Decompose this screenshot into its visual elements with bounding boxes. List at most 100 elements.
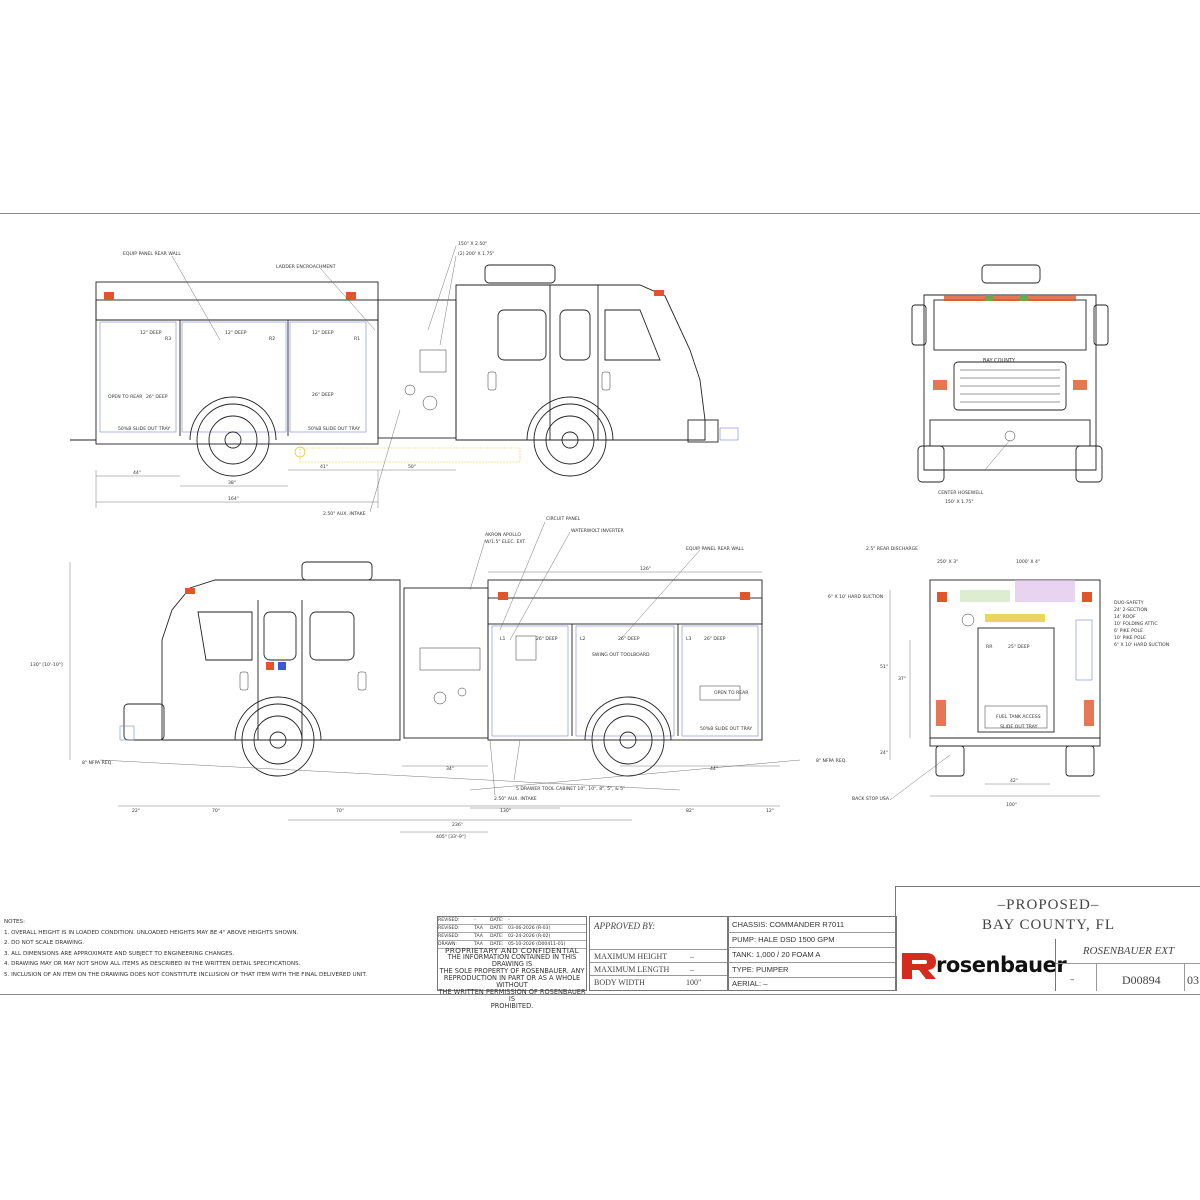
body-width-label: BODY WIDTH	[594, 978, 645, 987]
ladder-2: 14' ROOF	[1114, 614, 1136, 620]
label-l1: L1	[500, 636, 506, 642]
dim-42: 42"	[1010, 778, 1018, 784]
max-height-value: –	[690, 952, 694, 961]
dim-overall: 405" [33'-9"]	[436, 834, 466, 840]
max-height-label: MAXIMUM HEIGHT	[594, 952, 668, 961]
approved-by-label: APPROVED BY:	[594, 921, 656, 931]
label-deep-12b: 12" DEEP	[225, 330, 247, 336]
job-value: –	[1070, 975, 1075, 985]
label-deep-12a: 12" DEEP	[140, 330, 162, 336]
label-discharge-a: 150" X 2.50"	[458, 241, 487, 247]
dim-41: 41"	[320, 464, 328, 470]
proposal-title-block: –PROPOSED– BAY COUNTY, FL	[895, 886, 1200, 940]
approval-block: APPROVED BY: MAXIMUM HEIGHT – MAXIMUM LE…	[589, 916, 729, 991]
logo-block: rosenbauer	[895, 939, 1067, 991]
label-akron-ext: W/1.5" ELEC. EXT.	[485, 539, 526, 545]
note-1: 1. OVERALL HEIGHT IS IN LOADED CONDITION…	[4, 929, 299, 936]
label-swing-toolboard: SWING OUT TOOLBOARD	[592, 652, 650, 658]
ladder-1: 24' 2-SECTION	[1114, 607, 1147, 613]
customer-name: BAY COUNTY, FL	[981, 917, 1116, 933]
label-aux-intake: 2.50" AUX. INTAKE	[323, 511, 366, 517]
proprietary-line-2: THE SOLE PROPERTY OF ROSENBAUER. ANY	[439, 967, 585, 975]
label-deep-12c: 12" DEEP	[312, 330, 334, 336]
dim-38: 38"	[228, 480, 236, 486]
label-akron: AKRON APOLLO	[485, 532, 521, 538]
spec-chassis: CHASSIS: COMMANDER R7011	[732, 920, 845, 929]
proprietary-line-4: THE WRITTEN PERMISSION OF ROSENBAUER IS	[438, 988, 586, 1003]
label-hosewell: CENTER HOSEWELL	[938, 490, 984, 496]
note-5: 5. INCLUSION OF AN ITEM ON THE DRAWING D…	[4, 971, 367, 978]
label-slide-tray: 50%B SLIDE OUT TRAY	[700, 726, 752, 732]
max-length-label: MAXIMUM LENGTH	[594, 965, 670, 974]
dim-100: 100"	[1006, 802, 1017, 808]
dim-82: 82"	[686, 808, 694, 814]
dim-130: 130"	[500, 808, 511, 814]
note-4: 4. DRAWING MAY OR MAY NOT SHOW ALL ITEMS…	[4, 961, 301, 967]
dim-164: 164"	[228, 496, 239, 502]
label-fuel-access: FUEL TANK ACCESS	[996, 714, 1041, 720]
ladder-3: 10' FOLDING ATTIC	[1114, 621, 1158, 627]
label-back-stop: BACK STOP USA	[852, 796, 890, 802]
dim-70a: 70"	[212, 808, 220, 814]
label-deep-26d: 26" DEEP	[618, 636, 640, 642]
label-equip-panel: EQUIP PANEL REAR WALL	[123, 251, 181, 257]
label-l2: L2	[580, 636, 586, 642]
label-ladder-encroachment: LADDER ENCROACHMENT	[276, 264, 336, 270]
label-deep-26b: 26" DEEP	[312, 392, 334, 398]
dim-24: 24"	[880, 750, 888, 756]
revision-row: REVISED:-DATE:-	[438, 917, 586, 925]
label-circuit-panel: CIRCUIT PANEL	[546, 516, 581, 522]
label-disch-1000: 1000' X 4"	[1016, 559, 1040, 565]
label-open-rear: OPEN TO REAR	[108, 394, 143, 400]
label-discharge-b: (2) 200' X 1.75"	[458, 251, 494, 257]
label-r3: R3	[165, 336, 171, 342]
label-hard-suction: 6" X 10' HARD SUCTION	[828, 594, 883, 600]
proposed-label: –PROPOSED–	[997, 897, 1100, 913]
label-slide-b: 50%B SLIDE OUT TRAY	[308, 426, 360, 432]
label-hosewell-dim: 150' X 1.75"	[945, 499, 973, 505]
front-view-labels: BAY COUNTY CENTER HOSEWELL 150' X 1.75"	[938, 358, 1016, 505]
label-nfpa-rear: 8" NFPA REQ.	[816, 758, 847, 764]
notes-header: NOTES:	[4, 919, 25, 925]
proprietary-line-3: REPRODUCTION IN PART OR AS A WHOLE WITHO…	[443, 974, 581, 989]
body-width-value: 100"	[686, 978, 702, 987]
label-rear-discharge: 2.5" REAR DISCHARGE	[866, 546, 918, 552]
drawing-sheet	[0, 213, 1200, 995]
spec-aerial: AERIAL: –	[732, 979, 768, 988]
ladder-6: 6" X 10' HARD SUCTION	[1114, 642, 1169, 648]
dim-51: 51"	[880, 664, 888, 670]
revision-number: 03	[1187, 973, 1199, 987]
label-r1: R1	[354, 336, 360, 342]
side-view-top	[70, 245, 739, 513]
front-view	[911, 264, 1109, 483]
rear-view	[889, 579, 1101, 801]
label-slide-a: 50%B SLIDE OUT TRAY	[118, 426, 170, 432]
label-deep-26a: 26" DEEP	[146, 394, 168, 400]
proprietary-notice: PROPRIETARY AND CONFIDENTIAL THE INFORMA…	[438, 947, 586, 1010]
drawing-info-block: ROSENBAUER EXT – D00894 03	[1055, 939, 1200, 991]
spec-block: CHASSIS: COMMANDER R7011 PUMP: HALE DSD …	[727, 916, 897, 991]
label-equip-panel-b: EQUIP PANEL REAR WALL	[686, 546, 744, 552]
dim-44b: 44"	[710, 766, 718, 772]
rear-view-labels: 2.5" REAR DISCHARGE 250' X 3" 1000' X 4"…	[828, 546, 1169, 808]
dim-22: 22"	[132, 808, 140, 814]
dim-34: 34"	[446, 766, 454, 772]
ladder-0: DUO-SAFETY	[1114, 600, 1144, 606]
spec-type: TYPE: PUMPER	[732, 965, 789, 974]
notes-block: NOTES: 1. OVERALL HEIGHT IS IN LOADED CO…	[4, 917, 434, 980]
label-nfpa-front: 8" NFPA REQ.	[82, 760, 113, 766]
side-view-bottom-labels: AKRON APOLLO W/1.5" ELEC. EXT. CIRCUIT P…	[30, 516, 847, 840]
dim-50: 50"	[408, 464, 416, 470]
note-3: 3. ALL DIMENSIONS ARE APPROXIMATE AND SU…	[4, 950, 235, 957]
drawing-number: D00894	[1122, 973, 1161, 987]
label-overall-height: 130" [10'-10"]	[30, 662, 63, 668]
label-r2: R2	[269, 336, 275, 342]
dim-236: 236"	[452, 822, 463, 828]
spec-pump: PUMP: HALE DSD 1500 GPM	[732, 935, 835, 944]
note-2: 2. DO NOT SCALE DRAWING.	[4, 940, 85, 946]
proprietary-line-1: THE INFORMATION CONTAINED IN THIS DRAWIN…	[447, 953, 577, 968]
